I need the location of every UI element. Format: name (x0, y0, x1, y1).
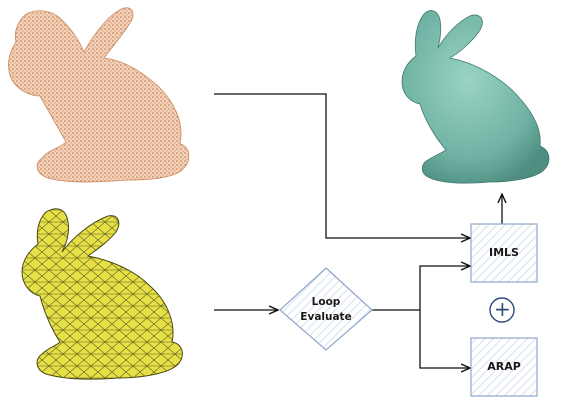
combine-symbol-label: + (494, 298, 510, 320)
imls-label: IMLS (470, 246, 538, 259)
point-cloud-bunny-icon (9, 8, 189, 182)
smooth-surface-bunny-icon (402, 11, 549, 184)
loop-evaluate-label: Loop Evaluate (281, 295, 371, 325)
loop-evaluate-line2: Evaluate (281, 310, 371, 325)
arrow-branch-to-imls (420, 266, 470, 310)
coarse-mesh-bunny-icon (22, 209, 182, 379)
arrow-branch-to-arap (420, 310, 470, 368)
arap-label: ARAP (470, 360, 538, 373)
loop-evaluate-line1: Loop (281, 295, 371, 310)
